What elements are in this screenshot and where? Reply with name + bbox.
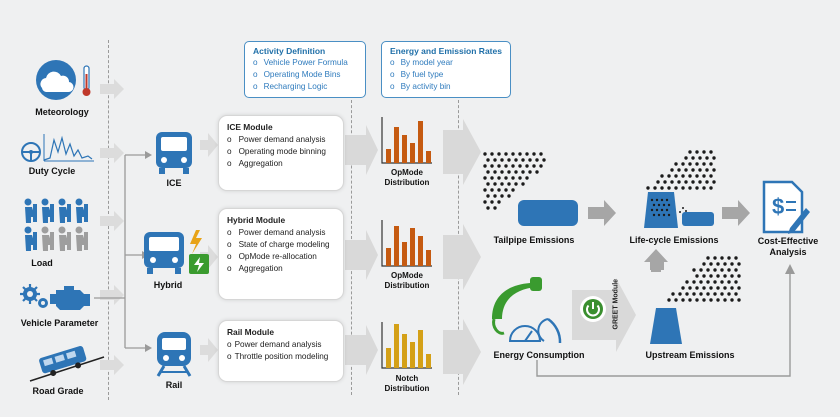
input-label: Meteorology <box>35 107 89 117</box>
greet-label-text: GREET Module <box>612 278 620 330</box>
distribution-label: OpMode Distribution <box>372 271 442 291</box>
box-title: Energy and Emission Rates <box>390 46 502 56</box>
passengers-icon <box>20 196 100 256</box>
list-item: Aggregation <box>227 158 343 170</box>
vehicle-on-slope-icon <box>28 345 108 385</box>
distribution-line1: Notch <box>395 374 419 383</box>
list-item: By fuel type <box>390 69 510 81</box>
distribution-label: OpMode Distribution <box>372 168 442 188</box>
meteorology-icon <box>30 60 110 110</box>
list-item: Power demand analysis <box>227 339 343 351</box>
module-title: Hybrid Module <box>227 215 286 225</box>
box-title: Activity Definition <box>253 46 326 56</box>
opmode-distribution-icon <box>380 115 434 165</box>
tailpipe-emissions-icon <box>474 150 584 230</box>
vehicle-label: ICE <box>166 178 182 188</box>
module-title: Rail Module <box>227 327 274 337</box>
activity-definition-box: Activity Definition Vehicle Power Formul… <box>244 41 366 98</box>
list-item: OpMode re-allocation <box>227 251 343 263</box>
energy-emission-rates-box: Energy and Emission Rates By model year … <box>381 41 511 98</box>
module-title: ICE Module <box>227 122 273 132</box>
list-item: By activity bin <box>390 81 510 93</box>
list-item: By model year <box>390 57 510 69</box>
distribution-line2: Distribution <box>384 281 430 290</box>
output-label: Upstream Emissions <box>645 350 735 360</box>
engine-gears-icon <box>18 278 98 318</box>
train-icon <box>152 330 196 378</box>
notch-distribution-icon <box>380 320 434 370</box>
cost-analysis-icon: $ <box>760 180 810 234</box>
input-label: Duty Cycle <box>28 166 76 176</box>
hybrid-module-card: Hybrid Module Power demand analysis Stat… <box>218 208 344 300</box>
hybrid-bus-icon <box>140 230 212 276</box>
list-item: Power demand analysis <box>227 227 343 239</box>
output-label: Tailpipe Emissions <box>493 235 575 245</box>
input-label: Load <box>31 258 53 268</box>
greet-module-label: GREET Module <box>610 278 622 336</box>
input-label: Vehicle Parameter <box>20 318 99 328</box>
list-item: Throttle position modeling <box>227 351 343 363</box>
input-label: Road Grade <box>32 386 84 396</box>
list-item: Aggregation <box>227 263 343 275</box>
rail-module-card: Rail Module Power demand analysis Thrott… <box>218 320 344 382</box>
cost-line2: Analysis <box>769 247 807 257</box>
list-item: State of charge modeling <box>227 239 343 251</box>
opmode-distribution-icon <box>380 218 434 268</box>
distribution-line2: Distribution <box>384 178 430 187</box>
ice-module-card: ICE Module Power demand analysis Operati… <box>218 115 344 191</box>
vehicle-label: Hybrid <box>153 280 183 290</box>
cost-line1: Cost-Effective <box>757 236 819 246</box>
bus-icon <box>152 130 196 176</box>
list-item: Recharging Logic <box>253 81 365 93</box>
list-item: Operating mode binning <box>227 146 343 158</box>
upstream-emissions-icon <box>650 256 750 346</box>
output-label: Life-cycle Emissions <box>629 235 719 245</box>
vehicle-label: Rail <box>165 380 183 390</box>
distribution-line2: Distribution <box>384 384 430 393</box>
greet-power-icon <box>580 296 606 322</box>
duty-cycle-icon <box>20 130 100 165</box>
output-label: Cost-Effective Analysis <box>748 236 828 258</box>
distribution-line1: OpMode <box>391 168 423 177</box>
list-item: Vehicle Power Formula <box>253 57 365 69</box>
distribution-label: Notch Distribution <box>372 374 442 394</box>
output-label: Energy Consumption <box>493 350 585 360</box>
distribution-line1: OpMode <box>391 271 423 280</box>
fuel-pump-gauge-icon <box>488 275 568 345</box>
list-item: Operating Mode Bins <box>253 69 365 81</box>
lifecycle-emissions-icon <box>630 150 730 230</box>
svg-text:$: $ <box>772 194 784 219</box>
list-item: Power demand analysis <box>227 134 343 146</box>
